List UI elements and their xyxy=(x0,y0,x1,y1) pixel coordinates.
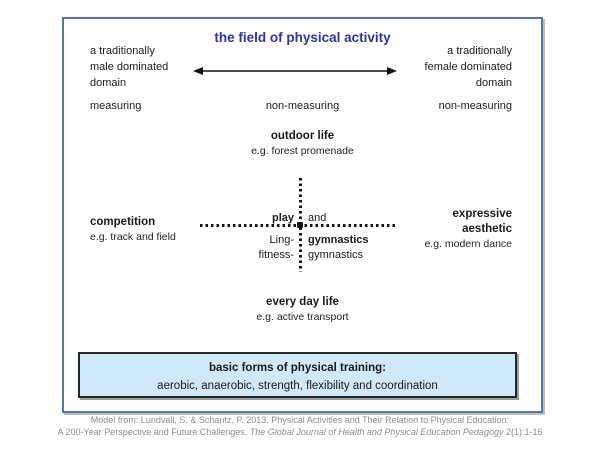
measuring-label: measuring xyxy=(90,100,142,112)
bidirectional-arrow-icon xyxy=(193,67,397,75)
quadrant-competition: competition e.g. track and field xyxy=(90,216,176,243)
diagram-frame: the field of physical activity a traditi… xyxy=(62,17,543,413)
citation-line2: A 200-Year Perspective and Future Challe… xyxy=(57,427,543,437)
quadrant-every-day-life: every day life e.g. active transport xyxy=(256,296,349,323)
non-measuring-right-label: non-measuring xyxy=(438,100,512,112)
non-measuring-center-label: non-measuring xyxy=(265,100,340,112)
quadrant-expressive-aesthetic: expressive aesthetic e.g. modern dance xyxy=(424,208,512,250)
center-row-ling-gymnastics: Ling- gymnastics xyxy=(269,234,369,246)
center-row-fitness-gymnastics: fitness- gymnastics xyxy=(258,249,364,261)
source-citation: Model from: Lundvall, S. & Schantz, P. 2… xyxy=(0,414,600,438)
male-domain-label: a traditionally male dominated domain xyxy=(90,45,169,89)
quadrant-outdoor-life: outdoor life e.g. forest promenade xyxy=(251,130,354,157)
citation-line1: Model from: Lundvall, S. & Schantz, P. 2… xyxy=(90,415,510,425)
basic-forms-box: basic forms of physical training: aerobi… xyxy=(78,352,517,398)
female-domain-label: a traditionally female dominated domain xyxy=(424,45,512,89)
diagram-title: the field of physical activity xyxy=(214,30,391,45)
center-row-play-and: play and xyxy=(271,212,327,224)
axis-intersection-dot xyxy=(297,222,303,228)
